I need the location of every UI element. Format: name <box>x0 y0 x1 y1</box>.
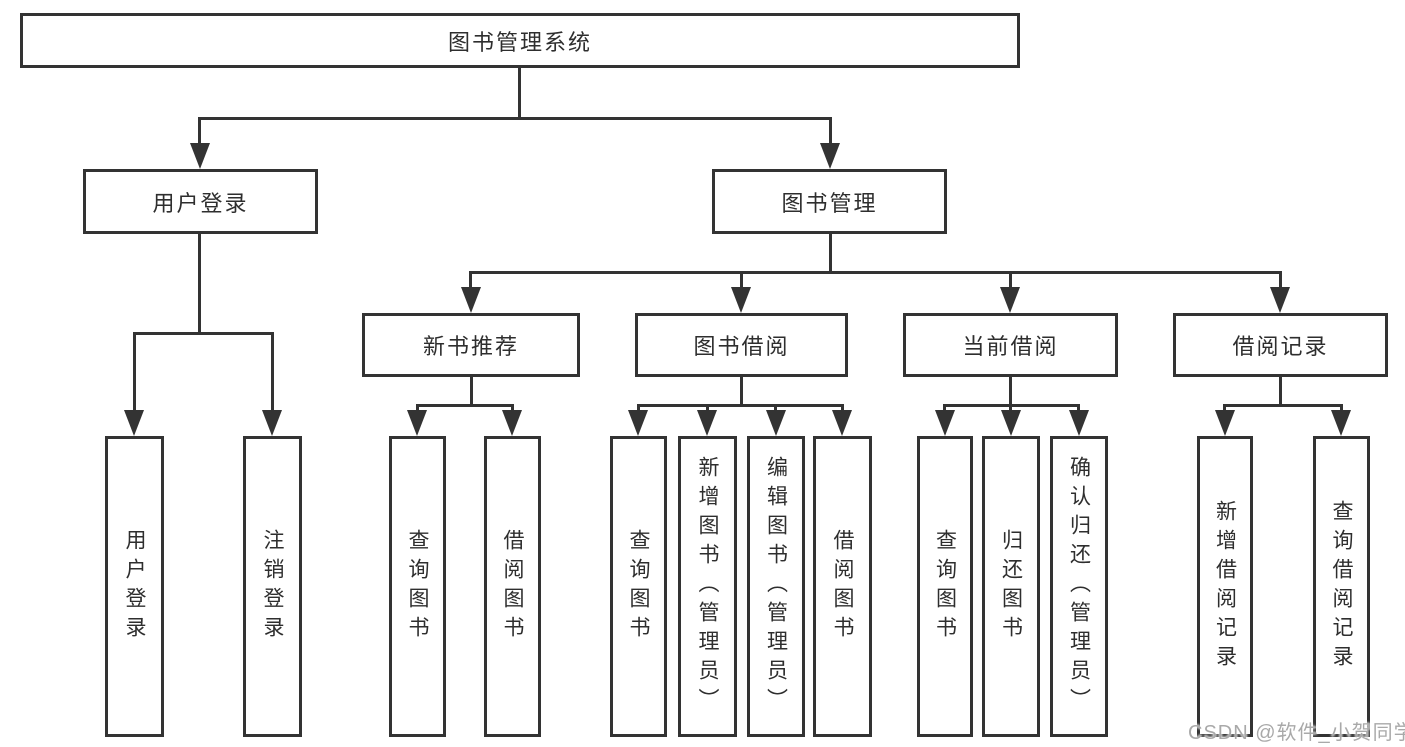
edge-recommend-rail <box>416 404 514 407</box>
watermark: CSDN @软件_小贺同学 <box>1188 722 1405 744</box>
arrowhead-to-user-login <box>190 143 210 169</box>
arrowhead-to-query-books-current <box>935 410 955 436</box>
leaf-borrow-books-borrowing: 借阅图书 <box>813 436 872 737</box>
arrowhead-to-query-books-borrowing <box>628 410 648 436</box>
edge-records-stem <box>1279 377 1282 407</box>
arrowhead-to-borrowing-records <box>1270 287 1290 313</box>
edge-to-borrow-books-recommend <box>511 404 514 412</box>
edge-user-login-stem <box>198 234 201 335</box>
arrowhead-to-query-borrow-record <box>1331 410 1351 436</box>
arrowhead-to-add-borrow-record <box>1215 410 1235 436</box>
edge-to-borrowing-records <box>1279 271 1282 289</box>
leaf-return-books: 归还图书 <box>982 436 1040 737</box>
edge-to-query-books-borrowing <box>637 404 640 412</box>
arrowhead-to-current-borrowing <box>1000 287 1020 313</box>
edge-to-add-borrow-record <box>1223 404 1226 412</box>
edge-root-to-user-login <box>198 117 201 146</box>
node-current-borrowing: 当前借阅 <box>903 313 1118 377</box>
leaf-add-books-admin: 新增图书（管理员） <box>678 436 737 737</box>
arrowhead-to-book-management <box>820 143 840 169</box>
edge-to-leaf-logout <box>271 332 274 412</box>
node-borrowing-records: 借阅记录 <box>1173 313 1388 377</box>
edge-borrowing-stem <box>740 377 743 407</box>
node-library-system: 图书管理系统 <box>20 13 1020 68</box>
node-book-borrowing: 图书借阅 <box>635 313 848 377</box>
leaf-query-books-current: 查询图书 <box>917 436 973 737</box>
edge-user-login-rail <box>133 332 274 335</box>
leaf-edit-books-admin: 编辑图书（管理员） <box>747 436 805 737</box>
edge-to-return-books <box>1009 404 1012 412</box>
edge-to-leaf-user-login <box>133 332 136 412</box>
arrowhead-to-borrow-books-borrowing <box>832 410 852 436</box>
leaf-query-books-borrowing: 查询图书 <box>610 436 667 737</box>
arrowhead-to-leaf-logout <box>262 410 282 436</box>
edge-to-new-book-recommendation <box>469 271 472 289</box>
arrowhead-to-borrow-books-recommend <box>502 410 522 436</box>
leaf-user-login: 用户登录 <box>105 436 164 737</box>
leaf-confirm-return-admin: 确认归还（管理员） <box>1050 436 1108 737</box>
arrowhead-to-query-books-recommend <box>407 410 427 436</box>
arrowhead-to-return-books <box>1001 410 1021 436</box>
edge-root-rail <box>198 117 832 120</box>
edge-book-management-rail <box>469 271 1282 274</box>
arrowhead-to-edit-books-admin <box>766 410 786 436</box>
edge-to-borrow-books-borrowing <box>841 404 844 412</box>
edge-to-query-books-recommend <box>416 404 419 412</box>
node-new-book-recommendation: 新书推荐 <box>362 313 580 377</box>
edge-to-query-borrow-record <box>1340 404 1343 412</box>
edge-to-add-books-admin <box>706 404 709 412</box>
arrowhead-to-new-book-recommendation <box>461 287 481 313</box>
arrowhead-to-leaf-user-login <box>124 410 144 436</box>
edge-to-query-books-current <box>943 404 946 412</box>
arrowhead-to-confirm-return-admin <box>1069 410 1089 436</box>
edge-recommend-stem <box>470 377 473 407</box>
edge-book-management-stem <box>829 234 832 274</box>
leaf-borrow-books-recommend: 借阅图书 <box>484 436 541 737</box>
arrowhead-to-add-books-admin <box>697 410 717 436</box>
edge-root-stem <box>518 68 521 120</box>
edge-to-current-borrowing <box>1009 271 1012 289</box>
edge-to-edit-books-admin <box>774 404 777 412</box>
leaf-logout-login: 注销登录 <box>243 436 302 737</box>
edge-borrowing-rail <box>637 404 844 407</box>
node-book-management: 图书管理 <box>712 169 947 234</box>
leaf-query-books-recommend: 查询图书 <box>389 436 446 737</box>
edge-to-book-borrowing <box>740 271 743 289</box>
node-user-login: 用户登录 <box>83 169 318 234</box>
edge-to-confirm-return-admin <box>1077 404 1080 412</box>
leaf-query-borrow-record: 查询借阅记录 <box>1313 436 1370 737</box>
edge-current-stem <box>1009 377 1012 407</box>
edge-root-to-book-management <box>829 117 832 146</box>
arrowhead-to-book-borrowing <box>731 287 751 313</box>
leaf-add-borrow-record: 新增借阅记录 <box>1197 436 1253 737</box>
edge-records-rail <box>1223 404 1343 407</box>
